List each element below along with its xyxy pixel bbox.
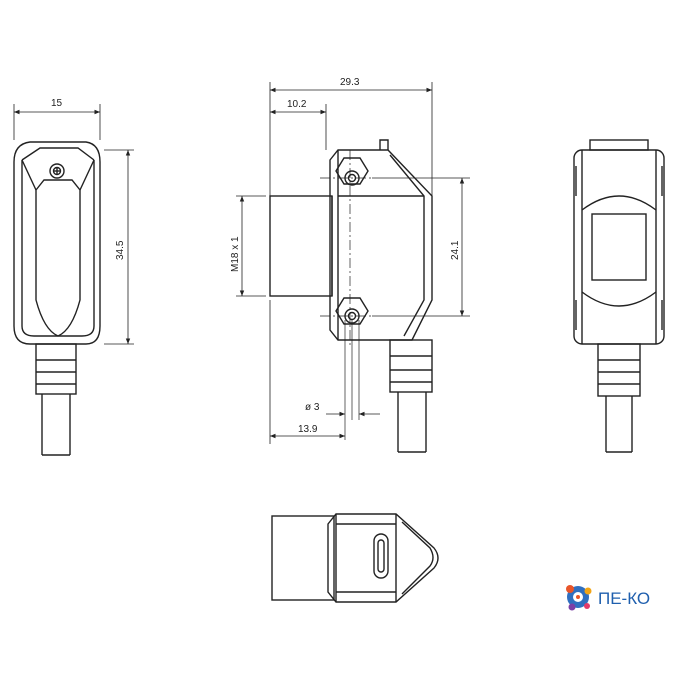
bottom-top-view bbox=[271, 513, 439, 603]
dim-thread-label: M18 x 1 bbox=[230, 236, 241, 272]
right-rear-view bbox=[573, 139, 665, 453]
center-front-view bbox=[269, 139, 433, 453]
center-centerlines bbox=[320, 150, 372, 345]
dim-thread-offset: 10.2 bbox=[287, 99, 307, 110]
center-dimension-lines bbox=[236, 82, 470, 444]
company-logo: ПЕ-КО bbox=[566, 585, 650, 611]
logo-text: ПЕ-КО bbox=[598, 589, 650, 608]
dim-overall-length: 29.3 bbox=[340, 77, 360, 88]
left-dimension-lines bbox=[13, 104, 134, 345]
dim-hole-spacing: 24.1 bbox=[450, 240, 461, 260]
dim-hole-diameter: ø 3 bbox=[305, 402, 320, 413]
dim-hole-offset: 13.9 bbox=[298, 424, 318, 435]
dim-width-side: 15 bbox=[51, 98, 63, 109]
dim-height-side: 34.5 bbox=[115, 240, 126, 260]
gear-icon bbox=[566, 585, 592, 611]
hole-projection-lines bbox=[344, 320, 360, 440]
left-side-view bbox=[13, 141, 101, 456]
